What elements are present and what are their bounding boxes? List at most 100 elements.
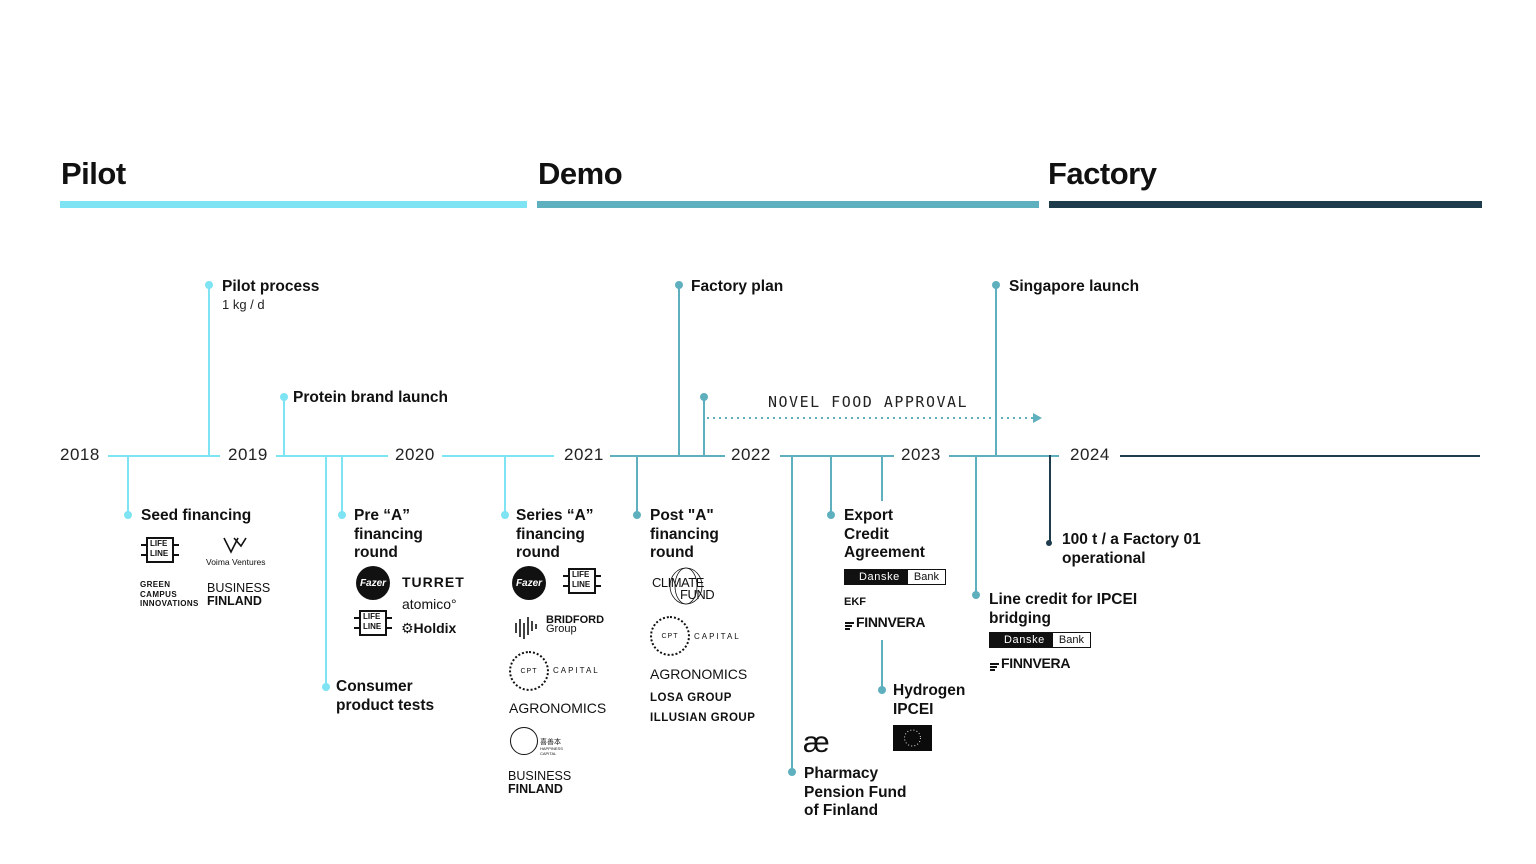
event-factory-plan: Factory plan (691, 278, 784, 295)
event-dot (675, 281, 683, 289)
event-pre-a: Pre “A” financing round (354, 507, 423, 561)
phase-title-factory: Factory (1048, 156, 1157, 191)
cpt-capital-logo: CPT (509, 651, 549, 691)
year-label: 2024 (1064, 445, 1116, 465)
connector-line (830, 455, 832, 515)
climate-fund-icon (669, 567, 703, 605)
lifeline-text: LIFE (363, 612, 381, 621)
voima-logo: Voima Ventures (206, 557, 266, 567)
phase-bar-factory (1049, 201, 1482, 208)
green-campus-logo: GREEN CAMPUS INNOVATIONS (140, 580, 199, 608)
finnvera-logo: FINNVERA (1001, 655, 1071, 671)
event-pilot-process: Pilot process (222, 278, 320, 295)
event-factory-01: 100 t / a Factory 01 operational (1062, 531, 1201, 567)
connector-line (881, 640, 883, 690)
connector-line (341, 455, 343, 515)
fazer-logo: Fazer (356, 566, 390, 600)
finnvera-icon (989, 659, 1000, 677)
event-line-credit: Line credit for IPCEI bridging (989, 591, 1138, 627)
connector-line (995, 285, 997, 455)
happiness-capital-en: HAPPINESS CAPITAL (540, 746, 563, 756)
event-consumer-tests: Consumer product tests (336, 678, 435, 714)
happiness-capital-cjk: 喜善本 (540, 739, 561, 746)
year-label: 2021 (558, 445, 610, 465)
connector-line (1049, 455, 1051, 543)
event-pharmacy-fund: Pharmacy Pension Fund of Finland (804, 765, 907, 819)
danske-bank-logo: Danske Bank (989, 632, 1091, 648)
business-finland-logo: BUSINESS (508, 769, 572, 783)
year-label: 2020 (389, 445, 441, 465)
fazer-logo: Fazer (512, 566, 546, 600)
cpt-capital-logo: CPT (650, 616, 690, 656)
lifeline-text: LIFE (150, 539, 168, 548)
climate-text: CLIMATE (652, 575, 704, 590)
connector-line (504, 455, 506, 515)
business-finland-logo: FINLAND (508, 782, 563, 796)
business-finland-logo: FINLAND (207, 594, 262, 608)
event-dot (827, 511, 835, 519)
event-dot (992, 281, 1000, 289)
turret-logo: TURRET (402, 574, 465, 590)
event-novel-food: NOVEL FOOD APPROVAL (768, 393, 969, 411)
axis-segment (949, 455, 1059, 457)
event-dot (280, 393, 288, 401)
pharmacy-fund-logo: æ (803, 726, 830, 759)
danske-text: Danske (845, 570, 908, 584)
lifeline-logo: LIFE LINE (563, 568, 601, 598)
danske-bank-logo: Danske Bank (844, 569, 946, 585)
cpt-capital-label: CAPITAL (553, 666, 600, 675)
event-dot (322, 683, 330, 691)
axis-segment (108, 455, 220, 457)
event-dot (205, 281, 213, 289)
lifeline-text: LIFE (572, 570, 590, 579)
year-label: 2019 (222, 445, 274, 465)
happiness-capital-icon (510, 727, 538, 755)
bridford-logo: BRIDFORD (546, 614, 605, 626)
event-dot (1046, 540, 1052, 546)
connector-line (703, 397, 705, 455)
event-export-credit: Export Credit Agreement (844, 507, 925, 561)
connector-line (325, 455, 327, 687)
connector-line (636, 455, 638, 515)
finnvera-icon (844, 618, 855, 636)
event-dot (788, 768, 796, 776)
voima-icon (222, 536, 248, 559)
climate-fund-logo: CLIMATE FUND (650, 565, 720, 607)
phase-title-pilot: Pilot (61, 156, 126, 191)
bank-text: Bank (1052, 633, 1090, 647)
fund-text: FUND (680, 587, 715, 602)
connector-line (881, 455, 883, 501)
event-seed: Seed financing (141, 507, 252, 524)
bridford-group: Group (546, 623, 577, 635)
event-dot (700, 393, 708, 401)
connector-line (678, 285, 680, 455)
ekf-logo: EKF (844, 596, 866, 608)
year-label: 2022 (725, 445, 777, 465)
cpt-capital-label: CAPITAL (694, 632, 741, 641)
event-singapore: Singapore launch (1009, 278, 1140, 295)
losa-group-logo: LOSA GROUP (650, 692, 732, 704)
connector-line (975, 455, 977, 595)
axis-segment (1120, 455, 1480, 457)
holdix-logo: ⚙Holdix (401, 620, 457, 636)
event-post-a: Post "A" financing round (650, 507, 719, 561)
agronomics-logo: AGRONOMICS (650, 666, 748, 682)
dotted-arrow (707, 413, 1042, 423)
illusian-group-logo: ILLUSIAN GROUP (650, 712, 756, 724)
event-hydrogen-ipcei: Hydrogen IPCEI (893, 682, 966, 718)
axis-segment (442, 455, 554, 457)
business-finland-logo: BUSINESS (207, 581, 271, 595)
lifeline-logo: LIFE LINE (354, 610, 392, 640)
connector-line (283, 397, 285, 455)
connector-line (127, 455, 129, 515)
event-dot (972, 591, 980, 599)
bank-text: Bank (907, 570, 945, 584)
axis-segment (610, 455, 725, 457)
year-label: 2023 (895, 445, 947, 465)
lifeline-text: LINE (572, 580, 591, 589)
lifeline-text: LINE (363, 622, 382, 631)
event-pilot-process-sub: 1 kg / d (222, 297, 265, 312)
danske-text: Danske (990, 633, 1053, 647)
phase-title-demo: Demo (538, 156, 623, 191)
axis-segment (276, 455, 388, 457)
